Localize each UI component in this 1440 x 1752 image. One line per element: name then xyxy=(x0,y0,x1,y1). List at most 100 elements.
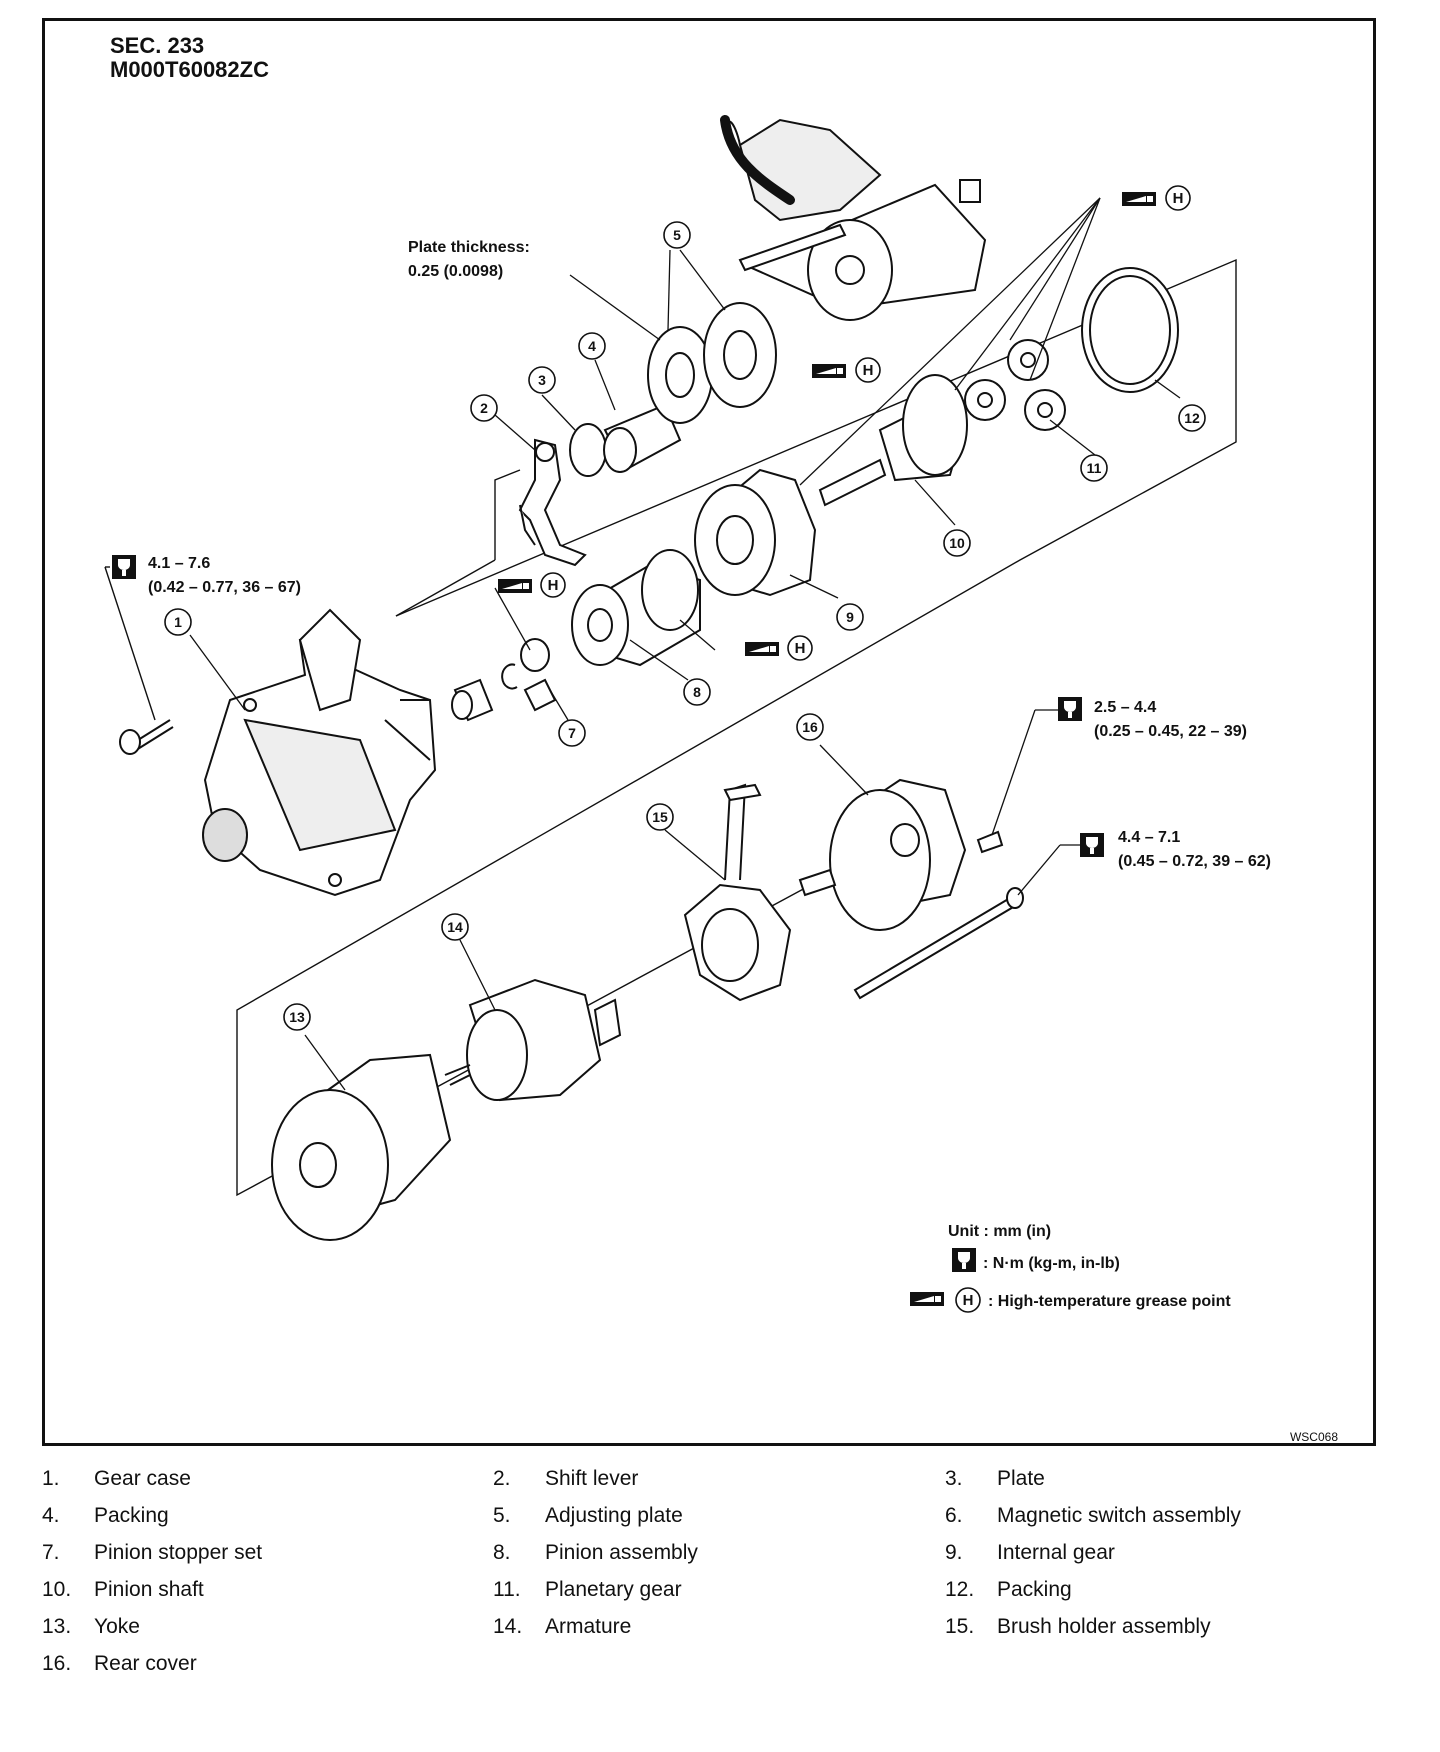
part-number-circle xyxy=(558,719,586,747)
magnetic-switch-part xyxy=(720,115,987,321)
grease-legend: : High-temperature grease point xyxy=(988,1293,1231,1310)
part-number-circle xyxy=(578,332,606,360)
part-legend-number: 4. xyxy=(42,1504,60,1527)
guide-line-lever xyxy=(494,469,521,560)
part-number-label: 8 xyxy=(693,684,701,700)
torque-legend: : N·m (kg-m, in-lb) xyxy=(983,1255,1120,1272)
part-number-label: 2 xyxy=(480,400,488,416)
torque-icon xyxy=(1058,697,1082,721)
part-legend-item: 2.Shift lever xyxy=(493,1466,638,1492)
torque-spec-2: 2.5 – 4.4 xyxy=(1094,699,1156,716)
part-number-label: 13 xyxy=(289,1009,305,1025)
part-number-circle xyxy=(683,678,711,706)
part-legend-number: 13. xyxy=(42,1615,72,1638)
grease-letter: H xyxy=(963,1292,974,1309)
part-legend-name: Brush holder assembly xyxy=(997,1615,1211,1638)
grease-badge xyxy=(787,635,813,661)
pinion-shaft-part xyxy=(818,374,968,507)
part-legend-name: Packing xyxy=(997,1578,1072,1601)
section-number: SEC. 233 xyxy=(110,33,205,58)
leader-torque-1 xyxy=(104,566,156,721)
part-number-circle xyxy=(943,529,971,557)
yoke-part xyxy=(271,1053,452,1241)
part-legend-number: 12. xyxy=(945,1578,975,1601)
part-legend-name: Packing xyxy=(94,1504,169,1527)
part-number-label: 15 xyxy=(652,809,668,825)
pinion-stopper-parts xyxy=(451,638,557,722)
grease-letter: H xyxy=(1173,190,1184,207)
torque-spec-3-sub: (0.45 – 0.72, 39 – 62) xyxy=(1118,853,1271,870)
part-legend-item: 12. Packing xyxy=(945,1577,1072,1603)
part-legend-item: 4. Packing xyxy=(42,1503,169,1529)
part-number-label: 1 xyxy=(174,614,182,630)
part-legend-item: 6.Magnetic switch assembly xyxy=(945,1503,1241,1529)
part-legend-number: 11. xyxy=(493,1578,521,1601)
part-legend-name: Pinion shaft xyxy=(94,1578,204,1601)
torque-icon xyxy=(952,1248,976,1272)
part-legend-number: 7. xyxy=(42,1541,60,1564)
part-legend-number: 16. xyxy=(42,1652,72,1675)
part-legend-name: Gear case xyxy=(94,1467,191,1490)
grease-icon xyxy=(1122,192,1156,206)
grease-icon xyxy=(910,1292,944,1306)
packing-ring-part xyxy=(1081,267,1179,393)
exploded-view-diagram: H H H H H 4.1 – 7.6 (0.42 – 0.77, 36 – 6… xyxy=(104,115,1338,1444)
grease-letter: H xyxy=(548,577,559,594)
part-legend-item: 3. Plate xyxy=(945,1466,1045,1492)
part-number-circle xyxy=(1080,454,1108,482)
gear-case-part xyxy=(202,608,437,897)
part-legend-name: Plate xyxy=(997,1467,1045,1490)
grease-badge xyxy=(540,572,566,598)
torque-spec-3: 4.4 – 7.1 xyxy=(1118,829,1180,846)
part-number-circle xyxy=(164,608,192,636)
part-number-circle xyxy=(441,913,469,941)
part-number-circle xyxy=(1178,404,1206,432)
part-legend-item: 16. Rear cover xyxy=(42,1651,197,1677)
guide-bracket-upper xyxy=(236,258,1237,1197)
part-legend-name: Yoke xyxy=(94,1615,140,1638)
plate-thickness-value: 0.25 (0.0098) xyxy=(408,263,503,280)
part-legend-item: 10.Pinion shaft xyxy=(42,1577,204,1603)
part-number-circle xyxy=(646,803,674,831)
part-number-label: 11 xyxy=(1087,460,1102,476)
leader-lines xyxy=(189,197,1181,1091)
rear-cover-part xyxy=(798,778,967,931)
part-legend-item: 8.Pinion assembly xyxy=(493,1540,698,1566)
part-number-label: 9 xyxy=(846,609,854,625)
part-legend-name: Pinion assembly xyxy=(545,1541,698,1564)
grease-letter: H xyxy=(863,362,874,379)
planetary-gears-part xyxy=(964,339,1066,431)
part-legend-item: 14.Armature xyxy=(493,1614,631,1640)
part-legend-name: Rear cover xyxy=(94,1652,197,1675)
internal-gear-part xyxy=(694,468,817,597)
part-legend-number: 15. xyxy=(945,1615,975,1638)
gear-case-bolt xyxy=(119,719,174,755)
grease-badge xyxy=(855,357,881,383)
part-number-label: 5 xyxy=(673,227,681,243)
part-number-label: 4 xyxy=(588,338,596,354)
diagram-frame xyxy=(42,18,1376,1446)
part-legend-item: 15. Brush holder assembly xyxy=(945,1614,1211,1640)
plate-thickness-label: Plate thickness: xyxy=(408,239,530,256)
grease-icon xyxy=(812,364,846,378)
grease-icon xyxy=(498,579,532,593)
part-number-label: 3 xyxy=(538,372,546,388)
part-legend-name: Adjusting plate xyxy=(545,1504,683,1527)
part-legend-number: 3. xyxy=(945,1467,963,1490)
part-legend-number: 9. xyxy=(945,1541,963,1564)
part-number-circle xyxy=(528,366,556,394)
unit-legend: Unit : mm (in) xyxy=(948,1223,1051,1240)
pinion-assembly-part xyxy=(571,549,701,667)
figure-id: M000T60082ZC xyxy=(110,57,269,82)
part-legend-name: Pinion stopper set xyxy=(94,1541,263,1564)
assembly-guide-lines xyxy=(236,258,1237,1197)
part-number-circle xyxy=(283,1003,311,1031)
torque-icon xyxy=(1080,833,1104,857)
part-legend-number: 5. xyxy=(493,1504,511,1527)
guide-line-gearcase xyxy=(395,559,496,617)
part-number-label: 7 xyxy=(568,725,576,741)
shift-lever-part xyxy=(518,438,587,567)
part-legend-item: 9.Internal gear xyxy=(945,1540,1115,1566)
part-legend-name: Shift lever xyxy=(545,1467,639,1490)
part-legend-name: Planetary gear xyxy=(545,1578,682,1601)
